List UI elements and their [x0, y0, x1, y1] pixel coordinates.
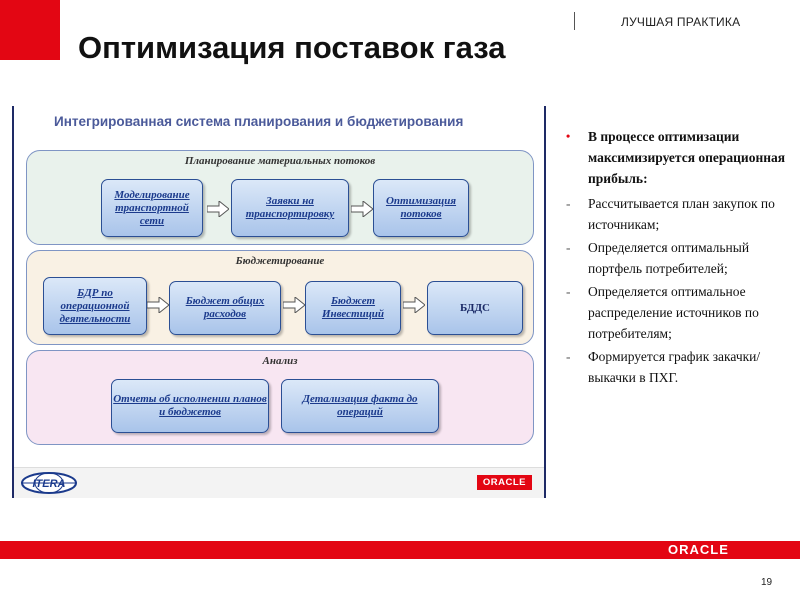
bullet-text: В процессе оптимизации максимизируется о…	[588, 129, 786, 186]
section-planning: Планирование материальных потоков Модели…	[26, 150, 534, 245]
box-label: Оптимизация потоков	[385, 195, 457, 220]
bullet-item: • В процессе оптимизации максимизируется…	[566, 126, 788, 189]
box-label: БДР по операционной деятельности	[59, 286, 131, 325]
section-budgeting: Бюджетирование БДР по операционной деяте…	[26, 250, 534, 345]
box-label: Бюджет Инвестиций	[321, 295, 385, 320]
diagram-logo-bar: ITERA ORACLE	[14, 467, 544, 498]
bullet-item: - Определяется оптимальный портфель потр…	[566, 237, 788, 279]
oracle-logo-footer: ORACLE	[668, 542, 729, 557]
box-investment-budget[interactable]: Бюджет Инвестиций	[305, 281, 401, 335]
best-practice-label: ЛУЧШАЯ ПРАКТИКА	[621, 15, 741, 29]
bullet-text: Определяется оптимальное распределение и…	[588, 284, 759, 341]
dash-icon: -	[566, 240, 571, 255]
box-label: Заявки на транспортировку	[245, 195, 335, 220]
arrow-right-icon	[351, 201, 373, 217]
diagram-title: Интегрированная система планирования и б…	[54, 114, 464, 129]
box-flow-optimization[interactable]: Оптимизация потоков	[373, 179, 469, 237]
section-title: Анализ	[262, 355, 298, 367]
box-label: Отчеты об исполнении планов и бюджетов	[113, 393, 267, 418]
box-transport-modeling[interactable]: Моделирование транспортной сети	[101, 179, 203, 237]
itera-logo-text: ITERA	[33, 478, 66, 490]
box-operating-pnl-budget[interactable]: БДР по операционной деятельности	[43, 277, 147, 335]
section-title: Планирование материальных потоков	[184, 155, 376, 167]
footer-red-bar	[0, 541, 800, 559]
dash-icon: -	[566, 349, 571, 364]
bullet-text: Определяется оптимальный портфель потреб…	[588, 240, 750, 276]
arrow-right-icon	[403, 297, 425, 313]
dash-icon: -	[566, 284, 571, 299]
bullet-text: Формируется график закачки/выкачки в ПХГ…	[588, 349, 761, 385]
box-label: Детализация факта до операций	[302, 393, 418, 418]
dash-icon: -	[566, 196, 571, 211]
header-divider	[574, 12, 575, 30]
box-general-expenses-budget[interactable]: Бюджет общих расходов	[169, 281, 281, 335]
oracle-logo-small: ORACLE	[476, 475, 532, 490]
page-number: 19	[761, 577, 773, 588]
bullet-item: - Формируется график закачки/выкачки в П…	[566, 346, 788, 388]
box-label: Моделирование транспортной сети	[114, 188, 190, 227]
box-execution-reports[interactable]: Отчеты об исполнении планов и бюджетов	[111, 379, 269, 433]
bullet-list: • В процессе оптимизации максимизируется…	[566, 126, 788, 390]
section-title: Бюджетирование	[235, 255, 325, 267]
bullet-dot-icon: •	[566, 129, 571, 143]
box-label: Бюджет общих расходов	[185, 295, 265, 320]
bullet-item: - Рассчитывается план закупок по источни…	[566, 193, 788, 235]
box-label: БДДС	[460, 301, 490, 314]
itera-logo: ITERA	[21, 472, 77, 494]
arrow-right-icon	[283, 297, 305, 313]
arrow-right-icon	[207, 201, 229, 217]
box-transport-requests[interactable]: Заявки на транспортировку	[231, 179, 349, 237]
bullet-text: Рассчитывается план закупок по источника…	[588, 196, 775, 232]
section-analysis: Анализ Отчеты об исполнении планов и бюд…	[26, 350, 534, 445]
box-cash-flow-budget[interactable]: БДДС	[427, 281, 523, 335]
box-fact-detailing[interactable]: Детализация факта до операций	[281, 379, 439, 433]
bullet-item: - Определяется оптимальное распределение…	[566, 281, 788, 344]
integrated-system-diagram: Интегрированная система планирования и б…	[12, 106, 546, 498]
slide-title: Оптимизация поставок газа	[78, 30, 506, 65]
red-corner-square	[0, 0, 60, 60]
arrow-right-icon	[147, 297, 169, 313]
